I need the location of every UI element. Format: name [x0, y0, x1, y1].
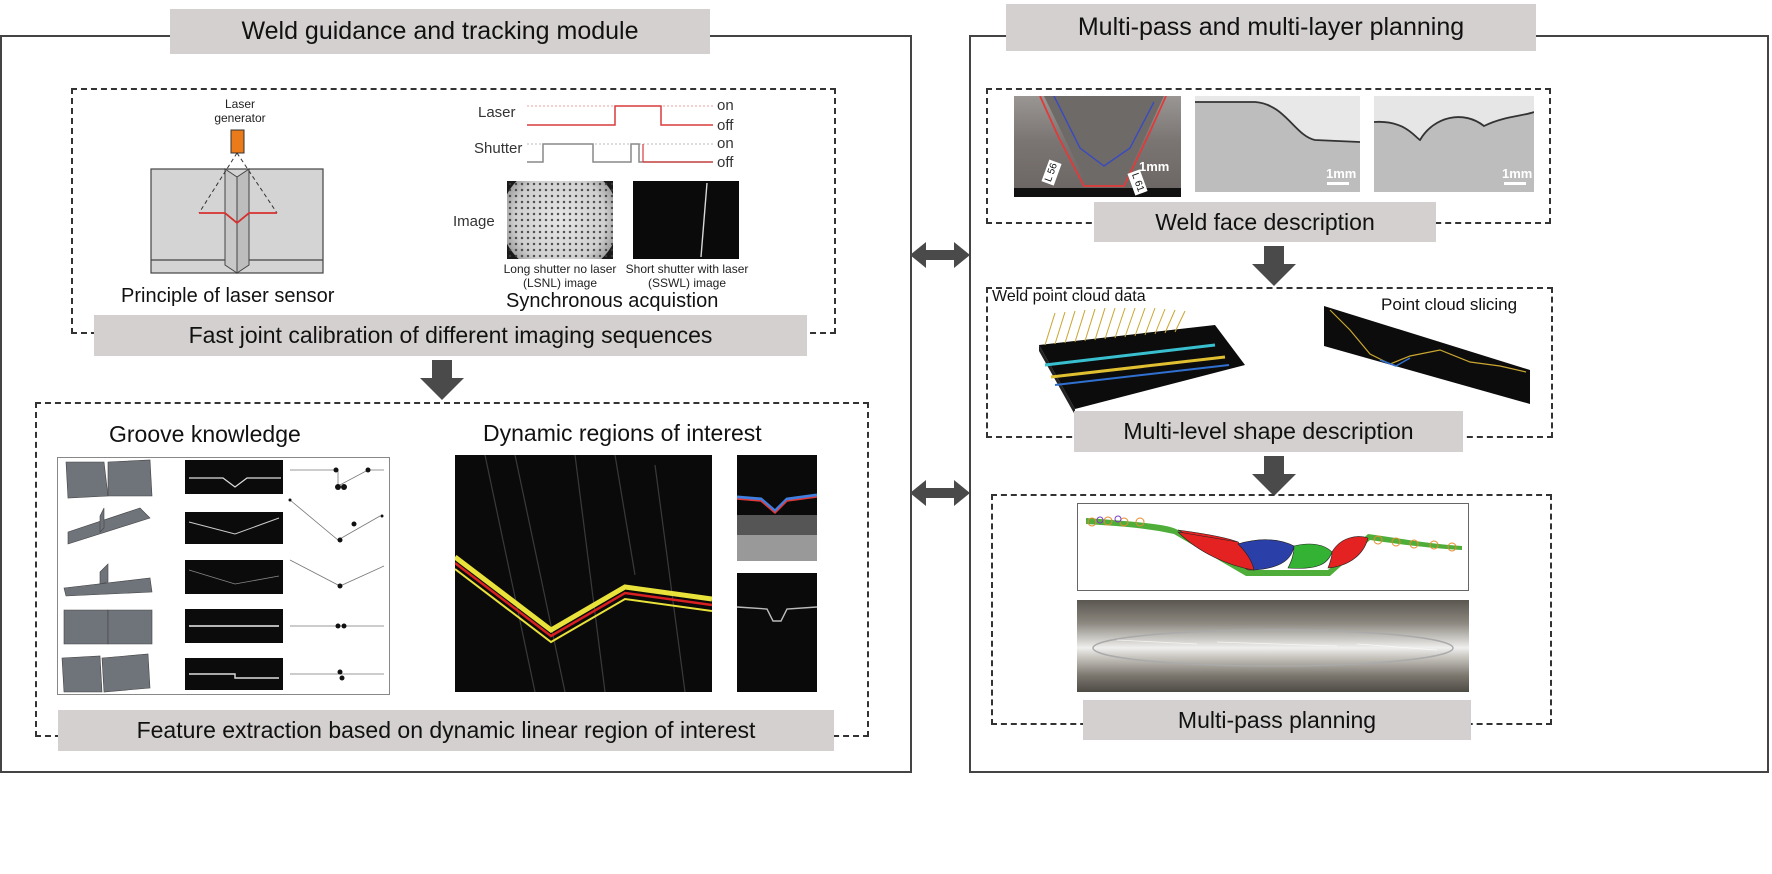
- bidirectional-arrow-icon: [910, 480, 970, 506]
- bead-planning-plot: [1077, 503, 1469, 591]
- scale-label: 1mm: [1139, 159, 1170, 174]
- scale-label: 1mm: [1326, 166, 1357, 181]
- principle-caption: Principle of laser sensor: [121, 285, 335, 307]
- weld-bead-photo: [1077, 600, 1469, 692]
- groove-knowledge-box: [57, 457, 390, 695]
- groove-models: [61, 459, 153, 693]
- slicing-label: Point cloud slicing: [1381, 295, 1518, 314]
- shutter-signal-line: [527, 143, 713, 163]
- bead-4: [1327, 536, 1369, 569]
- bead-2: [1237, 539, 1295, 571]
- roi-side-image-bottom: [736, 573, 818, 692]
- sswl-image: [633, 181, 739, 259]
- weld-profile-image-1: 1mm: [1195, 96, 1361, 192]
- bidirectional-arrow-icon: [910, 242, 970, 268]
- down-arrow-icon: [1252, 246, 1296, 286]
- down-arrow-icon: [420, 360, 464, 400]
- laser-off-label: off: [717, 117, 734, 134]
- left-panel-title: Weld guidance and tracking module: [170, 9, 710, 54]
- down-arrow-icon: [1252, 456, 1296, 496]
- bead-3: [1287, 543, 1333, 569]
- weld-macro-image: L 56 L 61 1mm: [1014, 96, 1181, 197]
- timing-diagram: [527, 105, 713, 163]
- groove-laser-images: [185, 460, 283, 690]
- groove-title: Groove knowledge: [109, 421, 301, 447]
- calibration-banner: Fast joint calibration of different imag…: [94, 315, 807, 356]
- shutter-on-label: on: [717, 135, 734, 152]
- roi-side-image-top: [736, 455, 818, 561]
- lsnl-caption: Long shutter no laser (LSNL) image: [503, 262, 617, 290]
- point-cloud-plot: [1039, 307, 1245, 415]
- roi-main-image: [453, 454, 713, 693]
- point-cloud-slicing-plot: [1324, 306, 1530, 404]
- image-label: Image: [453, 213, 495, 230]
- laser-generator-label: Laser generator: [214, 97, 266, 125]
- shutter-timing-label: Shutter: [474, 140, 523, 157]
- shutter-off-label: off: [717, 154, 734, 171]
- shape-banner: Multi-level shape description: [1074, 411, 1463, 452]
- roi-title: Dynamic regions of interest: [483, 420, 762, 446]
- lsnl-image: [507, 181, 613, 259]
- right-panel-title: Multi-pass and multi-layer planning: [1006, 4, 1536, 51]
- scale-label: 1mm: [1502, 166, 1533, 181]
- sync-caption: Synchronous acquistion: [506, 290, 719, 312]
- planning-banner: Multi-pass planning: [1083, 700, 1471, 740]
- feature-extraction-banner: Feature extraction based on dynamic line…: [58, 710, 834, 751]
- laser-on-label: on: [717, 97, 734, 114]
- laser-timing-label: Laser: [478, 104, 516, 121]
- laser-signal-line: [527, 105, 713, 126]
- point-cloud-label: Weld point cloud data: [992, 288, 1146, 305]
- sswl-caption: Short shutter with laser (SSWL) image: [625, 262, 749, 290]
- groove-feature-points: [288, 467, 385, 681]
- weld-face-banner: Weld face description: [1094, 202, 1436, 242]
- laser-sensor-diagram: [150, 129, 324, 274]
- weld-profile-image-2: 1mm: [1373, 96, 1535, 192]
